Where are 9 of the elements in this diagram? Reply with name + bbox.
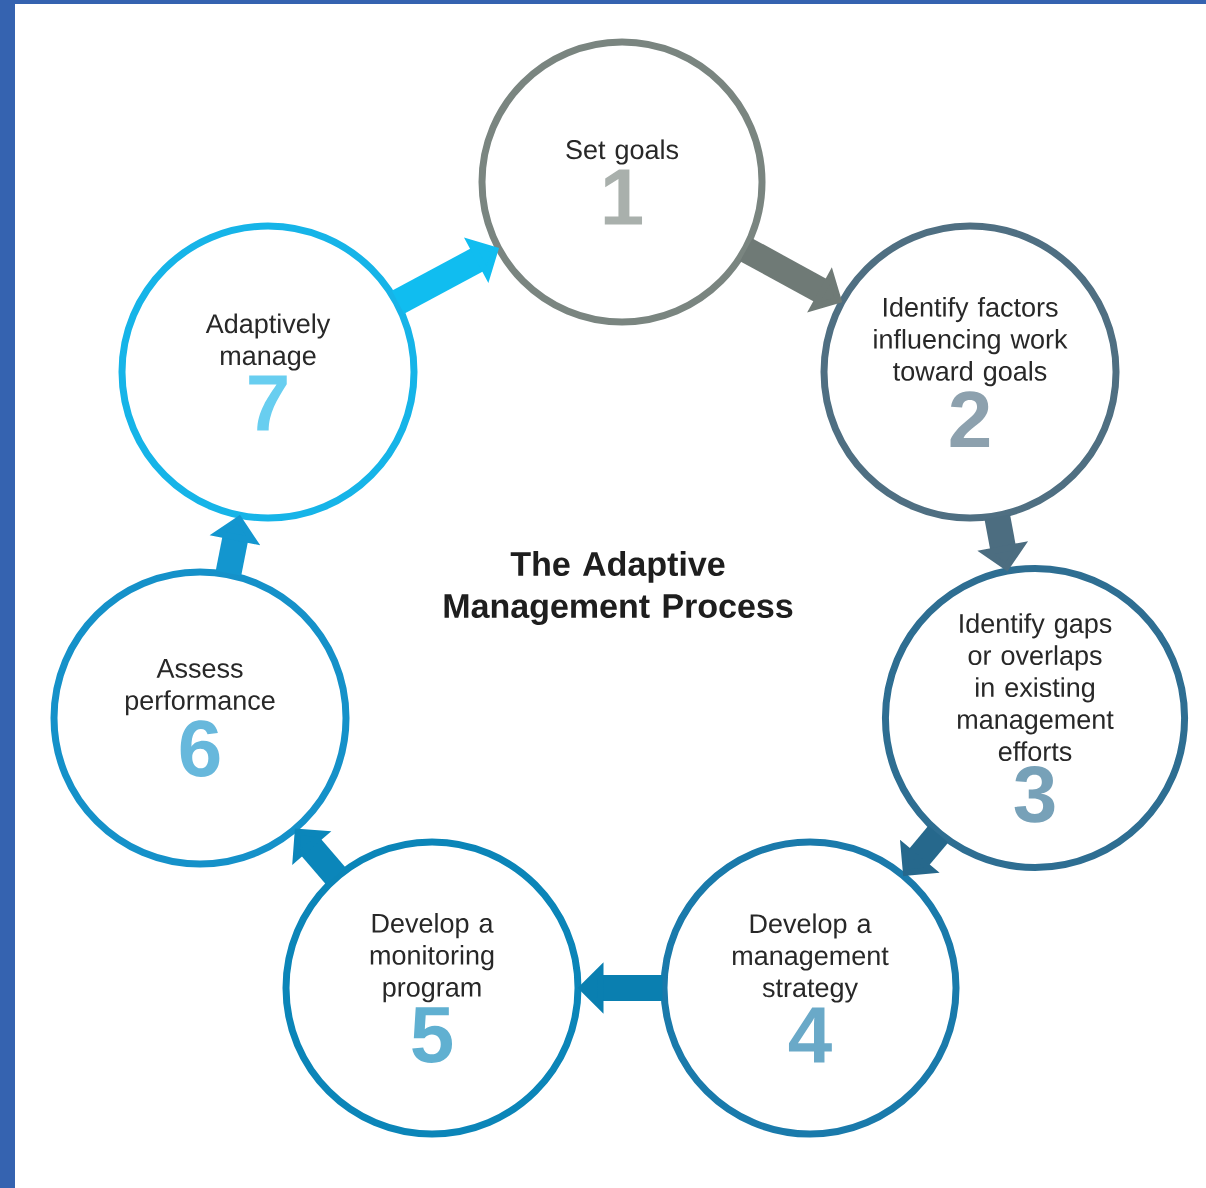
step-number: 2: [950, 391, 990, 447]
step-number: 4: [788, 1007, 832, 1063]
step-number: 1: [604, 169, 643, 225]
step-number: 3: [1014, 766, 1055, 823]
step-number: 5: [412, 1007, 453, 1063]
step-number: 7: [249, 375, 287, 431]
arrow: [292, 828, 346, 885]
step-number: 6: [180, 720, 220, 777]
title: The Adaptive Management Process: [444, 551, 793, 625]
